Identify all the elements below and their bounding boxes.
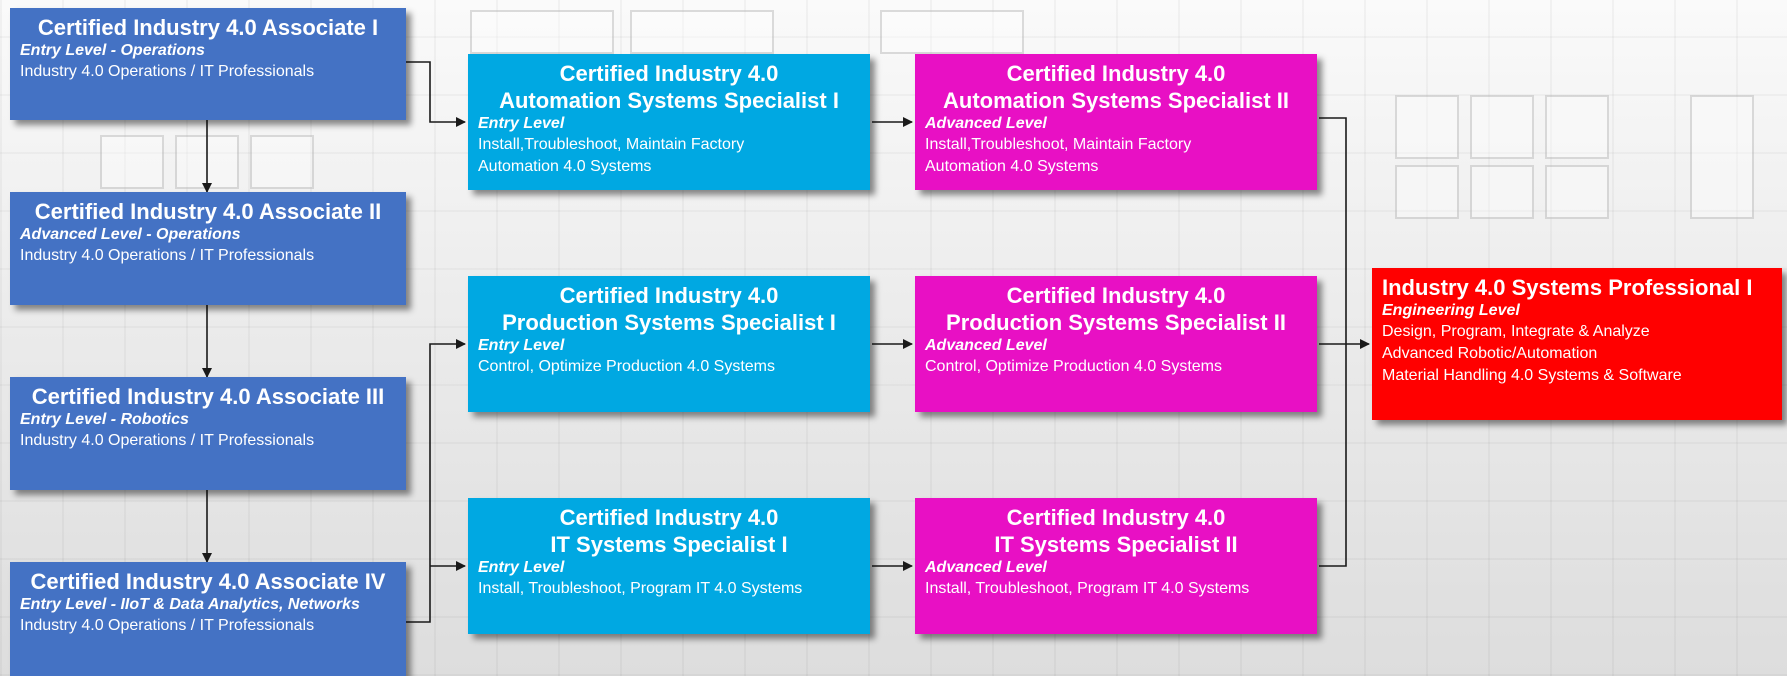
automation-specialist-ii-level: Advanced Level	[925, 115, 1047, 132]
associate-iii-level: Entry Level - Robotics	[20, 411, 189, 428]
it-specialist-ii-title-1: Certified Industry 4.0	[1006, 505, 1226, 530]
professional-title: Industry 4.0 Systems Professional I	[1382, 275, 1753, 300]
automation-specialist-ii-title-2: Automation Systems Specialist II	[943, 88, 1289, 113]
associate-ii-title: Certified Industry 4.0 Associate II	[34, 199, 382, 224]
it-specialist-i-title-1: Certified Industry 4.0	[559, 505, 779, 530]
automation-specialist-ii-card: Certified Industry 4.0 Automation System…	[915, 54, 1317, 190]
production-specialist-ii-title-1: Certified Industry 4.0	[1006, 283, 1226, 308]
associate-iv-desc: Industry 4.0 Operations / IT Professiona…	[20, 617, 315, 634]
automation-specialist-i-desc-1: Install,Troubleshoot, Maintain Factory	[478, 136, 745, 153]
production-specialist-ii-title-2: Production Systems Specialist II	[946, 310, 1286, 335]
associate-iv-title: Certified Industry 4.0 Associate IV	[30, 569, 386, 594]
professional-card: Industry 4.0 Systems Professional I Engi…	[1372, 268, 1782, 420]
associate-iii-card: Certified Industry 4.0 Associate III Ent…	[10, 377, 406, 490]
automation-specialist-ii-title-1: Certified Industry 4.0	[1006, 61, 1226, 86]
automation-specialist-ii-desc-2: Automation 4.0 Systems	[925, 158, 1099, 175]
production-specialist-i-desc-1: Control, Optimize Production 4.0 Systems	[478, 358, 776, 375]
production-specialist-ii-desc-1: Control, Optimize Production 4.0 Systems	[925, 358, 1223, 375]
production-specialist-i-card: Certified Industry 4.0 Production System…	[468, 276, 870, 412]
professional-level: Engineering Level	[1382, 302, 1520, 319]
associate-iii-desc: Industry 4.0 Operations / IT Professiona…	[20, 432, 315, 449]
associate-i-card: Certified Industry 4.0 Associate I Entry…	[10, 8, 406, 120]
automation-specialist-i-title-2: Automation Systems Specialist I	[499, 88, 839, 113]
professional-desc-3: Material Handling 4.0 Systems & Software	[1382, 367, 1682, 384]
associate-iv-card: Certified Industry 4.0 Associate IV Entr…	[10, 562, 406, 676]
it-specialist-ii-level: Advanced Level	[925, 559, 1047, 576]
professional-desc-2: Advanced Robotic/Automation	[1382, 345, 1598, 362]
automation-specialist-i-level: Entry Level	[478, 115, 565, 132]
automation-specialist-i-card: Certified Industry 4.0 Automation System…	[468, 54, 870, 190]
production-specialist-ii-level: Advanced Level	[925, 337, 1047, 354]
associate-iii-title: Certified Industry 4.0 Associate III	[31, 384, 385, 409]
production-specialist-ii-card: Certified Industry 4.0 Production System…	[915, 276, 1317, 412]
it-specialist-i-title-2: IT Systems Specialist I	[550, 532, 788, 557]
automation-specialist-i-desc-2: Automation 4.0 Systems	[478, 158, 652, 175]
it-specialist-ii-desc-1: Install, Troubleshoot, Program IT 4.0 Sy…	[925, 580, 1250, 597]
automation-specialist-ii-desc-1: Install,Troubleshoot, Maintain Factory	[925, 136, 1192, 153]
it-specialist-i-level: Entry Level	[478, 559, 565, 576]
associate-ii-card: Certified Industry 4.0 Associate II Adva…	[10, 192, 406, 305]
automation-specialist-i-title-1: Certified Industry 4.0	[559, 61, 779, 86]
production-specialist-i-title-2: Production Systems Specialist I	[502, 310, 836, 335]
professional-desc-1: Design, Program, Integrate & Analyze	[1382, 323, 1650, 340]
associate-ii-desc: Industry 4.0 Operations / IT Professiona…	[20, 247, 315, 264]
associate-i-desc: Industry 4.0 Operations / IT Professiona…	[20, 63, 315, 80]
it-specialist-ii-title-2: IT Systems Specialist II	[994, 532, 1238, 557]
connector-automation2-to-professional	[1319, 117, 1347, 567]
connector-assoc1-to-specialist1	[406, 61, 466, 127]
production-specialist-i-title-1: Certified Industry 4.0	[559, 283, 779, 308]
it-specialist-ii-card: Certified Industry 4.0 IT Systems Specia…	[915, 498, 1317, 634]
production-specialist-i-level: Entry Level	[478, 337, 565, 354]
associate-ii-level: Advanced Level - Operations	[20, 226, 241, 243]
associate-iv-level: Entry Level - IIoT & Data Analytics, Net…	[20, 596, 360, 613]
it-specialist-i-card: Certified Industry 4.0 IT Systems Specia…	[468, 498, 870, 634]
associate-i-level: Entry Level - Operations	[20, 42, 205, 59]
it-specialist-i-desc-1: Install, Troubleshoot, Program IT 4.0 Sy…	[478, 580, 803, 597]
connector-assoc4-to-production1	[406, 339, 466, 623]
associate-i-title: Certified Industry 4.0 Associate I	[37, 15, 379, 40]
